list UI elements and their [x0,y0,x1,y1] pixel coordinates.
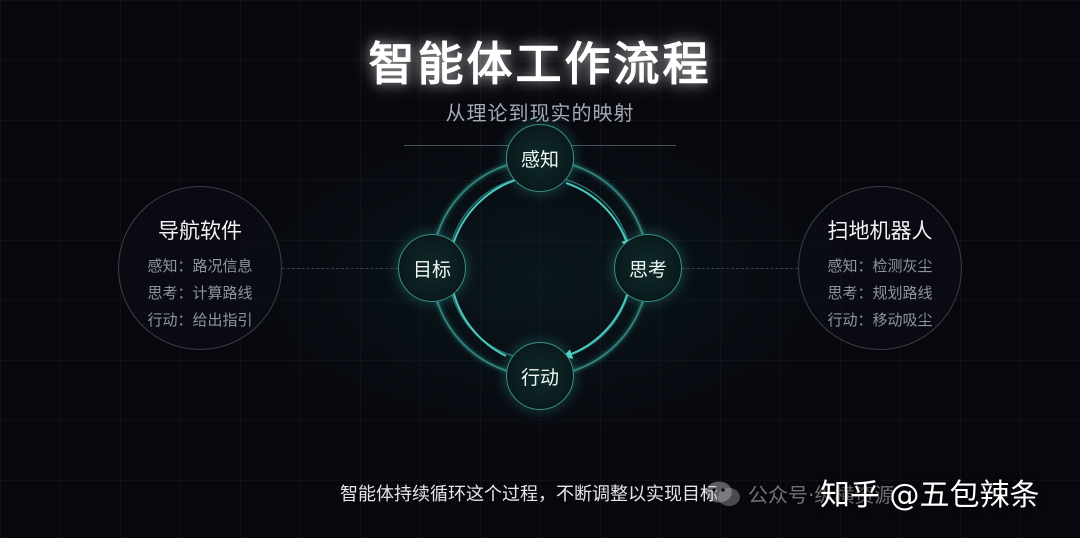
node-perception-label: 感知 [520,148,559,171]
example-navigation-app: 导航软件 感知：路况信息 思考：计算路线 行动：给出指引 [118,186,282,350]
example-navigation-title: 导航软件 [158,219,242,243]
left-connector-line [282,268,398,269]
node-perception: 感知 [506,124,574,192]
arrow-top-to-right [565,182,631,250]
node-goal: 目标 [398,234,466,302]
example-navigation-line: 思考：计算路线 [147,284,253,302]
node-action: 行动 [506,342,574,410]
wechat-watermark: 公众号·纵横资源 [704,479,894,508]
zhihu-watermark: 知乎 @五包辣条 [820,478,1040,513]
node-thinking: 思考 [614,234,682,302]
page-title: 智能体工作流程 [368,37,712,91]
wechat-watermark-text: 公众号·纵横资源 [748,483,895,507]
page-subtitle: 从理论到现实的映射 [445,101,635,125]
right-connector-line [682,268,798,269]
example-robot-line: 思考：规划路线 [827,284,933,302]
example-robot-vacuum: 扫地机器人 感知：检测灰尘 思考：规划路线 行动：移动吸尘 [798,186,962,350]
example-navigation-line: 行动：给出指引 [147,311,253,329]
node-action-label: 行动 [520,366,559,389]
arrow-bottom-to-left [448,282,507,357]
node-thinking-label: 思考 [628,258,667,281]
wechat-icon [704,480,742,508]
arrow-left-to-top [451,174,526,249]
example-robot-line: 感知：检测灰尘 [827,257,933,275]
example-navigation-line: 感知：路况信息 [147,257,253,275]
example-robot-line: 行动：移动吸尘 [827,311,933,329]
node-goal-label: 目标 [412,258,451,281]
arrow-right-to-bottom [562,291,629,359]
footer-caption: 智能体持续循环这个过程，不断调整以实现目标 [340,484,718,505]
example-robot-title: 扫地机器人 [827,219,933,243]
